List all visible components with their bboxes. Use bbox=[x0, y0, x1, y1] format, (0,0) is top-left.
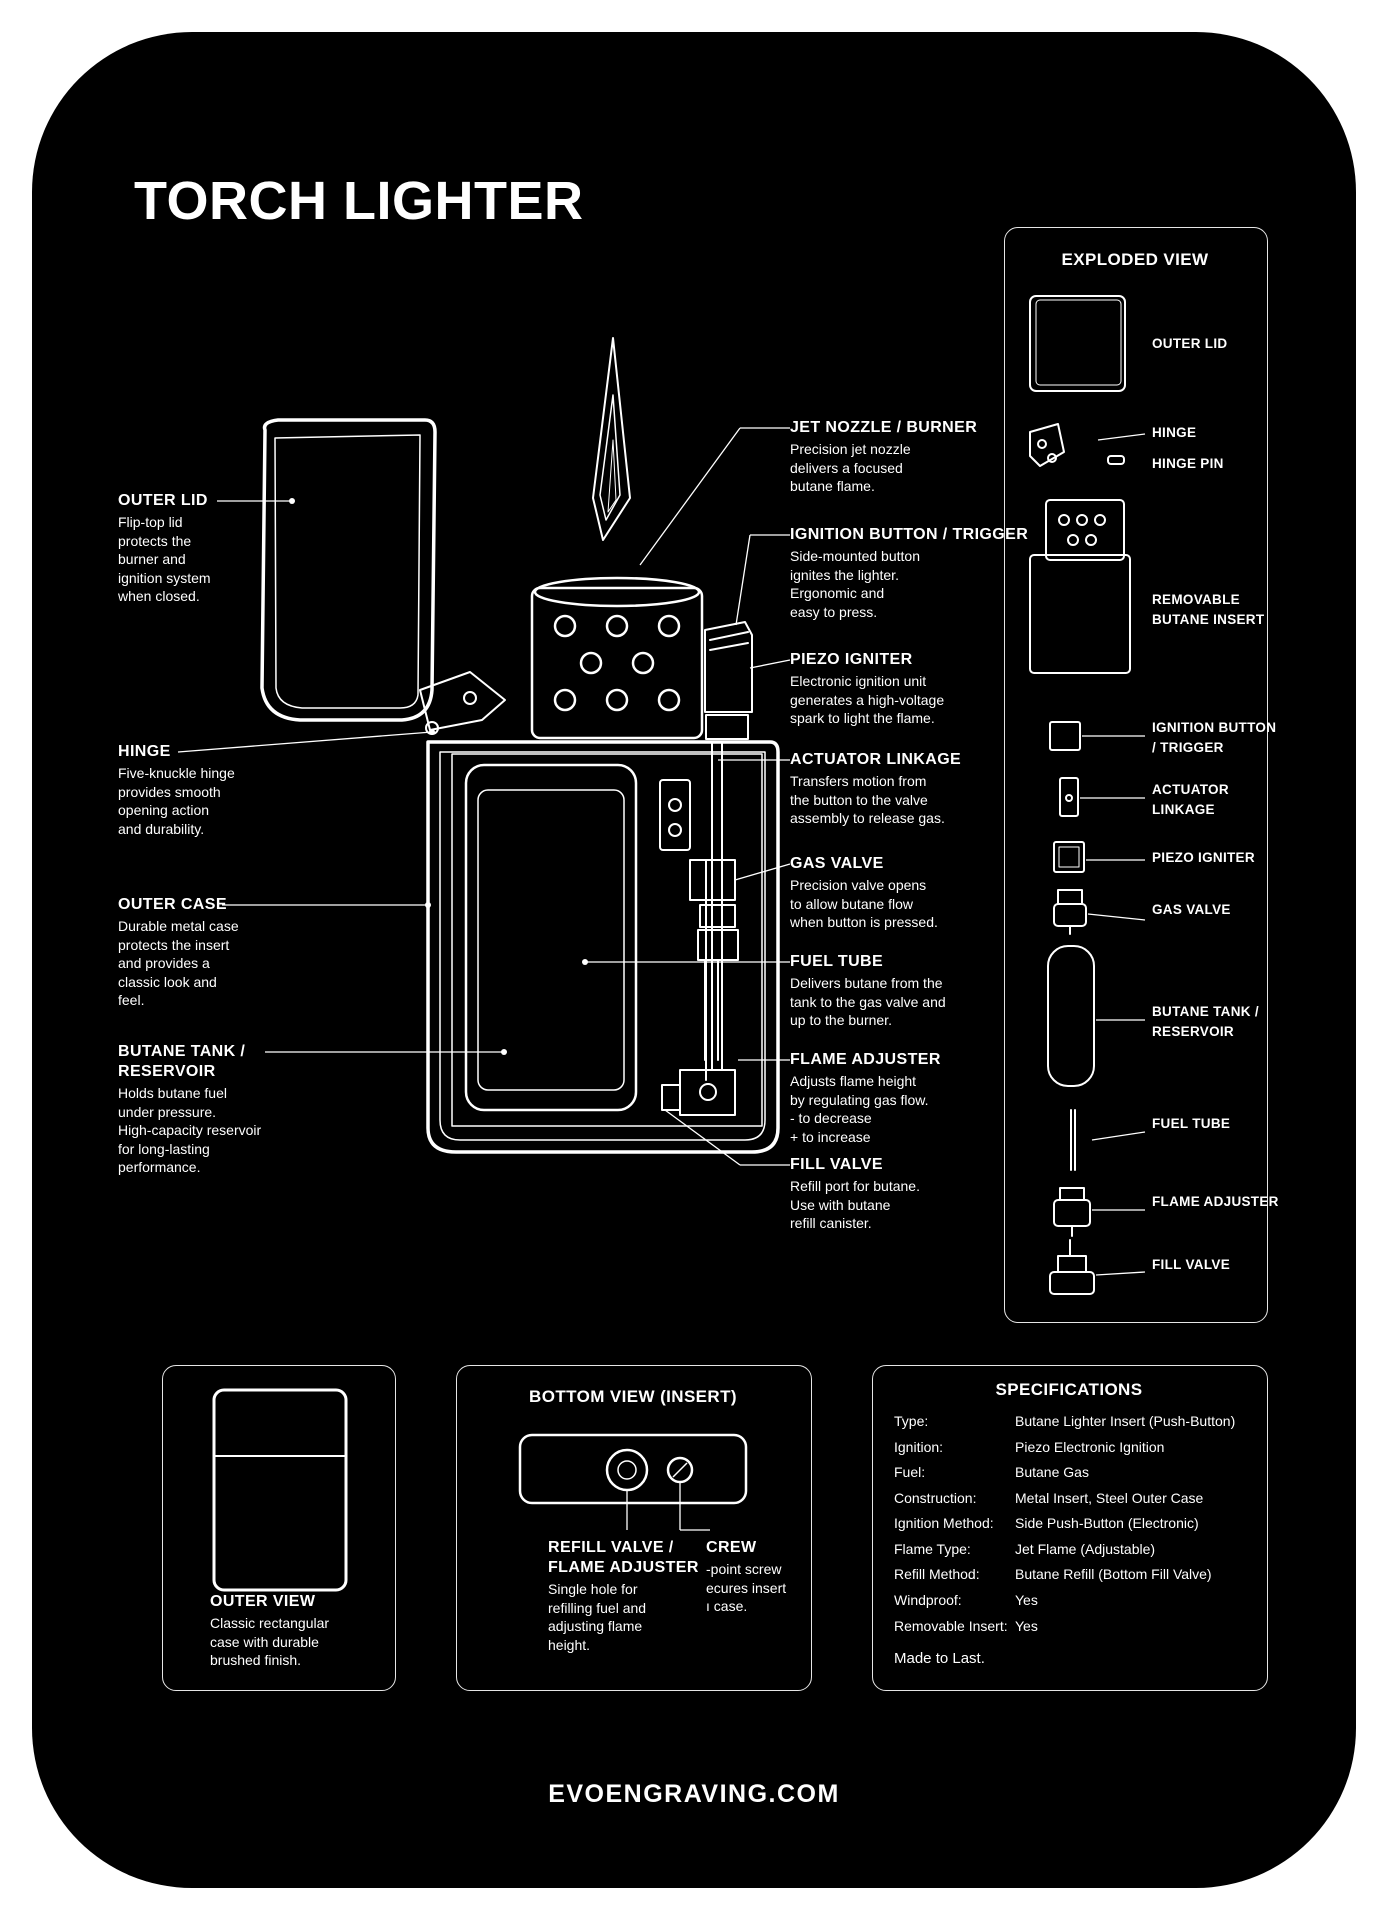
callout-ignition-button: IGNITION BUTTON / TRIGGER Side-mounted b… bbox=[790, 526, 1029, 620]
exploded-label-actuator-linkage: ACTUATOR LINKAGE bbox=[1152, 782, 1229, 817]
spec-key-refill-method: Refill Method: bbox=[894, 1566, 980, 1582]
butane-tank-drawing bbox=[464, 763, 638, 1112]
spec-key-removable-insert: Removable Insert: bbox=[894, 1618, 1008, 1634]
spec-key-construction: Construction: bbox=[894, 1490, 977, 1506]
exploded-label-hinge-pin: HINGE PIN bbox=[1152, 456, 1224, 471]
flame-adjuster-icon bbox=[1053, 1187, 1091, 1237]
hinge-pin-icon bbox=[1107, 455, 1125, 465]
callout-hinge: HINGE Five-knuckle hinge provides smooth… bbox=[118, 743, 235, 837]
spec-key-windproof: Windproof: bbox=[894, 1592, 962, 1608]
chimney-drawing bbox=[530, 576, 704, 740]
exploded-view-heading: EXPLODED VIEW bbox=[1061, 250, 1209, 269]
outer-view-panel bbox=[162, 1365, 396, 1691]
exploded-label-gas-valve: GAS VALVE bbox=[1152, 902, 1231, 917]
actuator-linkage-icon bbox=[1059, 777, 1079, 817]
screw-caption: CREW -point screw ecures insert ı case. bbox=[706, 1539, 787, 1614]
fuel-tube-icon bbox=[1070, 1109, 1076, 1171]
ignition-button-drawing bbox=[704, 621, 753, 740]
removable-insert-icon bbox=[1029, 499, 1131, 674]
spec-value-construction: Metal Insert, Steel Outer Case bbox=[1015, 1490, 1204, 1506]
exploded-label-butane-tank: BUTANE TANK / RESERVOIR bbox=[1152, 1004, 1259, 1039]
outer-case-drawing bbox=[426, 740, 780, 1154]
ignition-button-icon bbox=[1049, 721, 1081, 751]
callout-flame-adjuster: FLAME ADJUSTER Adjusts flame height by r… bbox=[790, 1051, 941, 1145]
exploded-view-panel bbox=[1004, 227, 1268, 1323]
insert-bottom-icon bbox=[518, 1433, 748, 1505]
exploded-label-removable-insert: REMOVABLE BUTANE INSERT bbox=[1152, 592, 1265, 627]
specifications-panel bbox=[872, 1365, 1268, 1691]
outer-view-caption: OUTER VIEW Classic rectangular case with… bbox=[210, 1593, 330, 1668]
mechanism-drawing bbox=[659, 741, 739, 1116]
callout-outer-lid: OUTER LID Flip-top lid protects the burn… bbox=[118, 492, 211, 604]
callout-actuator-linkage: ACTUATOR LINKAGE Transfers motion from t… bbox=[790, 751, 962, 826]
poster-background bbox=[32, 32, 1356, 1888]
closed-lighter-icon bbox=[212, 1388, 348, 1592]
callout-piezo-igniter: PIEZO IGNITER Electronic ignition unit g… bbox=[790, 651, 945, 726]
specifications-heading: SPECIFICATIONS bbox=[995, 1380, 1143, 1399]
spec-key-type: Type: bbox=[894, 1413, 929, 1429]
bottom-view-heading: BOTTOM VIEW (INSERT) bbox=[529, 1387, 737, 1406]
page-title: TORCH LIGHTER bbox=[134, 171, 584, 231]
spec-key-fuel: Fuel: bbox=[894, 1464, 926, 1480]
outer-lid-drawing bbox=[260, 418, 437, 722]
exploded-label-flame-adjuster: FLAME ADJUSTER bbox=[1152, 1194, 1279, 1209]
flame-icon bbox=[592, 337, 631, 541]
site-url: EVOENGRAVING.COM bbox=[548, 1780, 840, 1808]
piezo-igniter-icon bbox=[1053, 841, 1085, 873]
spec-value-type: Butane Lighter Insert (Push-Button) bbox=[1015, 1413, 1236, 1429]
exploded-label-fill-valve: FILL VALVE bbox=[1152, 1257, 1231, 1272]
spec-value-flame-type: Jet Flame (Adjustable) bbox=[1015, 1541, 1156, 1557]
spec-key-ignition-method: Ignition Method: bbox=[894, 1515, 994, 1531]
spec-value-refill-method: Butane Refill (Bottom Fill Valve) bbox=[1015, 1566, 1212, 1582]
callout-fuel-tube: FUEL TUBE Delivers butane from the tank … bbox=[790, 953, 946, 1028]
exploded-label-fuel-tube: FUEL TUBE bbox=[1152, 1116, 1231, 1131]
exploded-label-ignition-button: IGNITION BUTTON / TRIGGER bbox=[1152, 720, 1277, 755]
spec-value-removable-insert: Yes bbox=[1015, 1618, 1038, 1634]
hinge-icon bbox=[1029, 423, 1065, 467]
butane-tank-icon bbox=[1047, 945, 1095, 1087]
bottom-view-panel bbox=[456, 1365, 812, 1691]
spec-value-ignition: Piezo Electronic Ignition bbox=[1015, 1439, 1165, 1455]
spec-key-ignition: Ignition: bbox=[894, 1439, 944, 1455]
exploded-label-outer-lid: OUTER LID bbox=[1152, 336, 1228, 351]
exploded-label-hinge: HINGE bbox=[1152, 425, 1197, 440]
callout-gas-valve: GAS VALVE Precision valve opens to allow… bbox=[790, 855, 938, 930]
spec-value-windproof: Yes bbox=[1015, 1592, 1038, 1608]
gas-valve-icon bbox=[1053, 889, 1087, 935]
callout-fill-valve: FILL VALVE Refill port for butane. Use w… bbox=[790, 1156, 920, 1231]
callout-outer-case: OUTER CASE Durable metal case protects t… bbox=[118, 896, 239, 1008]
refill-valve-icon bbox=[605, 1448, 649, 1492]
spec-footer: Made to Last. bbox=[894, 1650, 985, 1667]
hinge-drawing bbox=[419, 671, 506, 735]
callout-butane-tank: BUTANE TANK / RESERVOIR Holds butane fue… bbox=[118, 1043, 262, 1175]
exploded-label-piezo-igniter: PIEZO IGNITER bbox=[1152, 850, 1255, 865]
refill-valve-caption: REFILL VALVE / FLAME ADJUSTER Single hol… bbox=[548, 1539, 699, 1653]
spec-value-fuel: Butane Gas bbox=[1015, 1464, 1089, 1480]
outer-lid-icon bbox=[1029, 295, 1126, 392]
callout-jet-nozzle: JET NOZZLE / BURNER Precision jet nozzle… bbox=[790, 419, 978, 494]
spec-value-ignition-method: Side Push-Button (Electronic) bbox=[1015, 1515, 1199, 1531]
fill-valve-icon bbox=[1049, 1239, 1095, 1295]
spec-key-flame-type: Flame Type: bbox=[894, 1541, 971, 1557]
